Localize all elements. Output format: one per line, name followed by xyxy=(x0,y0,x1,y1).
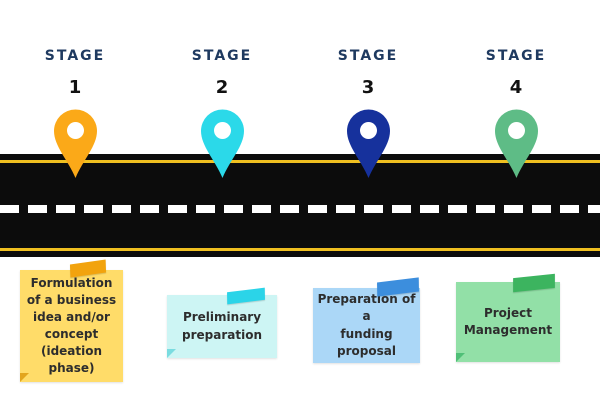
road-edge-line-top xyxy=(0,160,600,163)
road-center-dashed-line xyxy=(0,205,600,213)
stage-label: STAGE xyxy=(44,48,106,64)
road xyxy=(0,154,600,257)
map-pin-icon xyxy=(53,109,97,178)
stage-number: 1 xyxy=(68,77,82,98)
note-fold-corner xyxy=(167,349,176,358)
stage-number: 3 xyxy=(361,77,375,98)
sticky-note-stage-4: Project Management xyxy=(456,273,560,362)
stage-column-2: STAGE 2 xyxy=(162,48,282,180)
stage-column-1: STAGE 1 xyxy=(15,48,135,180)
stage-number: 4 xyxy=(509,77,523,98)
tape-icon xyxy=(513,273,555,293)
map-pin-icon xyxy=(494,109,538,178)
note-text: Preparation of a funding proposal xyxy=(317,292,416,358)
stage-label: STAGE xyxy=(337,48,399,64)
note-text: Project Management xyxy=(463,305,553,337)
stage-column-3: STAGE 3 xyxy=(308,48,428,180)
map-pin-icon xyxy=(346,109,390,178)
note-fold-corner xyxy=(20,373,29,382)
stage-label: STAGE xyxy=(191,48,253,64)
stage-number: 2 xyxy=(215,77,229,98)
tape-icon xyxy=(227,287,265,305)
note-text: Preliminary preparation xyxy=(182,310,262,342)
map-pin-icon xyxy=(200,109,244,178)
sticky-note-stage-1: Formulation of a business idea and/or co… xyxy=(20,259,123,382)
sticky-note-stage-2: Preliminary preparation xyxy=(167,287,277,358)
road-edge-line-bottom xyxy=(0,248,600,251)
stage-column-4: STAGE 4 xyxy=(456,48,576,180)
sticky-note-stage-3: Preparation of a funding proposal xyxy=(313,277,420,363)
stage-label: STAGE xyxy=(485,48,547,64)
note-fold-corner xyxy=(456,353,465,362)
note-text: Formulation of a business idea and/or co… xyxy=(26,275,117,376)
